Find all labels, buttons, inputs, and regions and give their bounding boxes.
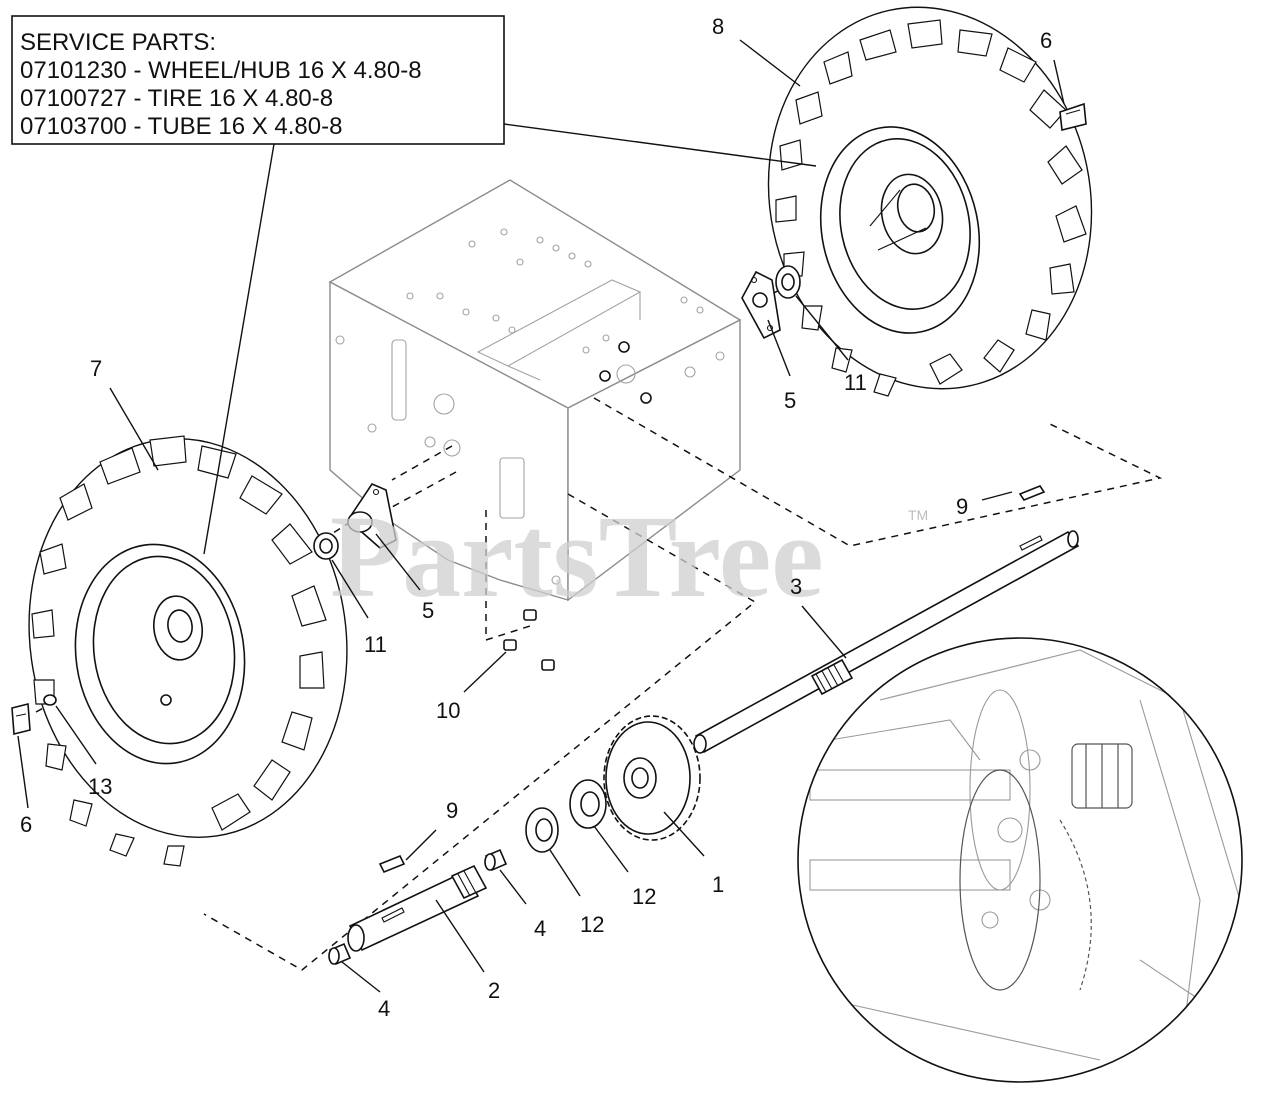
hairpin-clip-right — [1059, 102, 1087, 131]
callout-4-upper: 4 — [534, 916, 546, 941]
callout-11-left: 11 — [364, 632, 387, 657]
callout-9-upper: 9 — [956, 494, 968, 519]
callout-3: 3 — [790, 574, 802, 599]
callout-6-upper: 6 — [1040, 28, 1052, 53]
service-part-line: 07100727 - TIRE 16 X 4.80-8 — [20, 85, 333, 112]
snap-ring-13 — [43, 694, 57, 706]
callout-numbers: 8 6 7 5 11 9 3 5 11 10 9 1 12 12 4 13 6 … — [20, 14, 1052, 1021]
frame-housing — [328, 179, 742, 602]
spacer-4-upper — [484, 848, 508, 872]
bearing-flange-left — [346, 483, 397, 549]
service-part-line: 07103700 - TUBE 16 X 4.80-8 — [20, 113, 342, 140]
left-wheel — [28, 435, 348, 867]
drive-gear — [603, 715, 701, 841]
thrust-washer-12-outer — [569, 779, 607, 829]
callout-11-right: 11 — [844, 370, 867, 395]
watermark-text: PartsTree — [330, 491, 824, 622]
callout-7: 7 — [90, 356, 102, 381]
callout-2: 2 — [488, 978, 500, 1003]
service-part-line: 07101230 - WHEEL/HUB 16 X 4.80-8 — [20, 57, 422, 84]
callout-5-left: 5 — [422, 598, 434, 623]
spacer-4-lower — [328, 942, 352, 966]
service-parts-heading: SERVICE PARTS: — [20, 29, 216, 56]
watermark-trademark: TM — [908, 507, 928, 523]
callout-8: 8 — [712, 14, 724, 39]
key-9-upper — [1018, 485, 1046, 501]
bearing-flange-right — [741, 270, 781, 340]
stub-shaft — [347, 864, 488, 952]
callout-6-lower: 6 — [20, 812, 32, 837]
bolts-10 — [503, 609, 555, 671]
thrust-washer-12-inner — [525, 807, 559, 853]
left-tire-tread-lugs — [31, 435, 327, 867]
callout-9-lower: 9 — [446, 798, 458, 823]
callout-1: 1 — [712, 872, 724, 897]
key-9-lower — [378, 854, 406, 874]
washer-right-11 — [775, 265, 801, 299]
callout-5-right: 5 — [784, 388, 796, 413]
hairpin-clip-left — [11, 702, 31, 736]
watermark: PartsTree TM — [330, 491, 928, 622]
leader-lines — [17, 39, 1065, 993]
right-wheel — [767, 6, 1093, 397]
axle-shaft — [693, 530, 1080, 754]
detail-inset — [797, 637, 1243, 1083]
service-parts-box: SERVICE PARTS: 07101230 - WHEEL/HUB 16 X… — [11, 15, 505, 145]
callout-13: 13 — [88, 774, 112, 799]
callout-12-outer: 12 — [632, 884, 656, 909]
callout-12-inner: 12 — [580, 912, 604, 937]
washer-left-11 — [313, 532, 339, 560]
callout-10: 10 — [436, 698, 460, 723]
callout-4-lower: 4 — [378, 996, 390, 1021]
